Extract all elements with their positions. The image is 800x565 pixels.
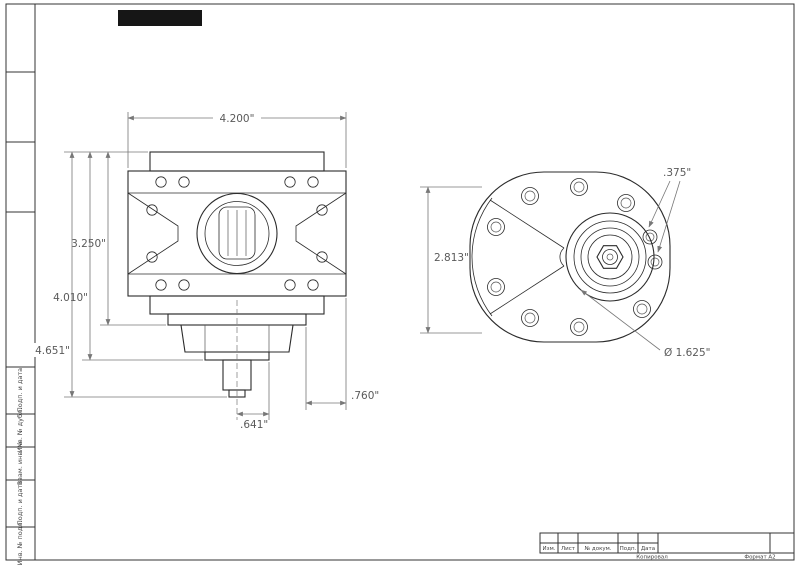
hub-ring (587, 234, 633, 280)
footer-copy-label: Копировал (636, 555, 668, 561)
hub-center-circle (602, 249, 618, 265)
small-hole (642, 229, 658, 245)
dim-height-b: 4.010" (53, 292, 88, 304)
bolt-hole (316, 204, 328, 216)
title-cell-list: Лист (561, 546, 576, 552)
passage-line (489, 199, 565, 249)
screw (487, 278, 505, 296)
bolt-hole (316, 251, 328, 263)
title-cell-data: Дата (641, 546, 655, 552)
side-view-dimensions: 4.200" 3.250" 4.010" 4.651" .641" .760" (24, 111, 379, 431)
bolt-hole (146, 251, 158, 263)
dim-front-height: 2.813" (434, 252, 469, 264)
bolt-hole (155, 279, 167, 291)
screw (570, 178, 588, 196)
top-plate (149, 151, 325, 172)
dim-port-offset: .760" (351, 390, 379, 402)
screw (521, 309, 539, 327)
lower-housing (180, 324, 294, 353)
leader-line (648, 180, 671, 228)
screw (521, 187, 539, 205)
hub-hex-nut (596, 245, 624, 269)
dim-mask (42, 290, 89, 304)
center-boss-inner (204, 201, 270, 266)
strip-label: Подп. и дата (16, 368, 24, 412)
hub-ring (573, 220, 647, 294)
passage-line (489, 265, 565, 315)
strip-label: Инв. № подл. (16, 521, 24, 565)
gear-window (218, 206, 256, 260)
front-body (469, 171, 671, 343)
bolt-hole (284, 279, 296, 291)
small-hole (647, 254, 663, 270)
center-boss (196, 192, 278, 275)
hub-ring (580, 227, 640, 287)
screw (633, 300, 651, 318)
side-view-drawing (127, 151, 347, 420)
waist-notch-left (127, 192, 179, 275)
waist-notch-right (295, 192, 347, 275)
dim-shaft-offset: .641" (240, 419, 268, 431)
strip-label: Взам. инв. № (16, 441, 24, 485)
bolt-hole (155, 176, 167, 188)
bolt-hole (146, 204, 158, 216)
dim-hub-dia: Ø 1.625" (664, 347, 711, 359)
strip-label: Инв. № дубл. (16, 408, 24, 452)
dim-overall-width: 4.200" (220, 113, 255, 125)
frame-border (5, 3, 795, 561)
bolt-hole (178, 279, 190, 291)
small-holes (642, 229, 663, 270)
front-screws (487, 178, 651, 336)
bolt-hole (307, 279, 319, 291)
parting-arc (471, 197, 493, 317)
stamp-box (118, 10, 202, 26)
hub (565, 212, 655, 302)
front-view-drawing (469, 171, 671, 343)
screw (617, 194, 635, 212)
hub-boss (565, 212, 655, 302)
passage-apex-arc (559, 247, 565, 267)
title-block: Изм. Лист № докум. Подп. Дата Копировал … (539, 532, 795, 561)
hub-center-dot (606, 253, 614, 261)
dim-height-a: 3.250" (71, 238, 106, 250)
leader-line (580, 289, 661, 351)
dim-mask (24, 343, 71, 357)
title-cell-docnum: № докум. (584, 546, 611, 552)
footer-format-label: Формат A2 (744, 555, 775, 561)
sheet-frame: Подп. и дата Инв. № дубл. Взам. инв. № П… (5, 3, 795, 565)
strip-label: Подп. и дата (16, 481, 24, 525)
dim-hole-dia: .375" (663, 167, 691, 179)
front-view-dimensions: 2.813" .375" Ø 1.625" (420, 167, 711, 359)
dim-height-c: 4.651" (35, 345, 70, 357)
screw (487, 218, 505, 236)
dim-mask (213, 111, 261, 125)
bolt-holes (146, 176, 328, 291)
title-cell-podp: Подп. (620, 546, 637, 552)
title-cell-izm: Изм. (543, 546, 556, 552)
bolt-hole (307, 176, 319, 188)
leader-line (657, 180, 681, 253)
bolt-hole (284, 176, 296, 188)
bolt-hole (178, 176, 190, 188)
screw (570, 318, 588, 336)
